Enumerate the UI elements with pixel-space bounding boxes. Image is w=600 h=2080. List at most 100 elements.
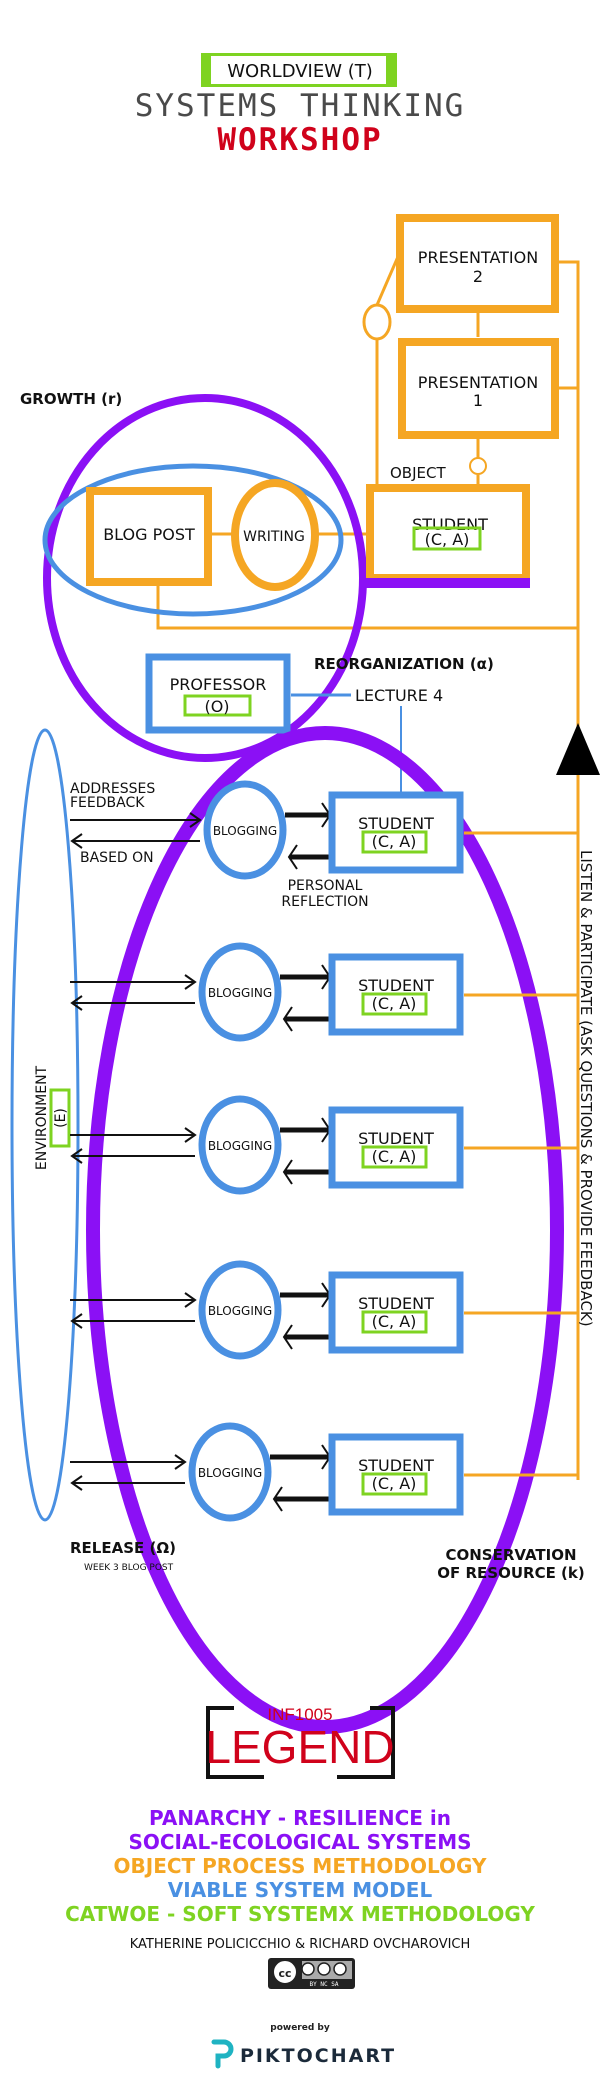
- student-title: STUDENT: [358, 1129, 434, 1148]
- blogging-label: BLOGGING: [208, 986, 272, 1000]
- addresses-feedback-label-1: ADDRESSES: [70, 781, 155, 797]
- title-line-2: WORKSHOP: [217, 122, 382, 158]
- student-role-badge: [361, 992, 428, 1016]
- legend-line: CATWOE - SOFT SYSTEMX METHODOLOGY: [65, 1902, 535, 1926]
- professor-role-badge: [183, 694, 252, 717]
- based-on-label: BASED ON: [80, 850, 154, 866]
- environment-label-group: ENVIRONMENT (E): [34, 1065, 71, 1170]
- legend-title: LEGEND: [205, 1721, 394, 1773]
- blog-post-box[interactable]: [86, 487, 212, 586]
- authors: KATHERINE POLICICCHIO & RICHARD OVCHAROV…: [130, 1937, 471, 1952]
- student-role: (C, A): [372, 832, 417, 851]
- professor-role: (O): [204, 697, 229, 716]
- student-title: STUDENT: [358, 1456, 434, 1475]
- blogging-process[interactable]: [198, 1095, 282, 1195]
- presentation-1-number: 1: [473, 391, 483, 410]
- legend-bracket-left: [206, 1706, 264, 1779]
- release-label: RELEASE (Ω): [70, 1539, 176, 1557]
- presentation-2-label: PRESENTATION: [418, 248, 538, 267]
- arrowhead-right-icon: [184, 1127, 197, 1143]
- blogging-label: BLOGGING: [213, 824, 277, 838]
- student-top-box[interactable]: [366, 484, 530, 582]
- by-attribution-icon: [301, 1962, 315, 1976]
- vsm-boundary-ellipse: [42, 463, 344, 617]
- writing-process[interactable]: [231, 479, 319, 591]
- arrowhead-left-icon: [272, 1486, 283, 1512]
- blogging-process[interactable]: [198, 1260, 282, 1360]
- reorganization-label: REORGANIZATION (α): [314, 655, 494, 673]
- arrowhead-left-icon: [70, 1475, 83, 1491]
- blogging-process[interactable]: [198, 942, 282, 1042]
- student-role-badge: [361, 830, 428, 854]
- legend-line: OBJECT PROCESS METHODOLOGY: [114, 1854, 487, 1878]
- growth-label: GROWTH (r): [20, 390, 122, 408]
- cc-text: cc: [278, 1967, 291, 1980]
- state-connector-circle: [362, 303, 392, 341]
- arrowhead-left-icon: [282, 1159, 293, 1185]
- blog-post-label: BLOG POST: [103, 525, 195, 544]
- title-line-1: SYSTEMS THINKING: [135, 88, 466, 124]
- growth-section: GROWTH (r) PRESENTATION 2 PRESENTATION 1…: [20, 214, 600, 1480]
- personal-reflection-label-1: PERSONAL: [288, 878, 363, 894]
- writing-label: WRITING: [243, 529, 305, 545]
- blogging-label: BLOGGING: [208, 1139, 272, 1153]
- blogging-process[interactable]: [188, 1422, 272, 1522]
- nc-noncommercial-icon: [317, 1962, 331, 1976]
- student-title: STUDENT: [358, 814, 434, 833]
- presentation-2-box[interactable]: [396, 214, 559, 313]
- header: WORLDVIEW (T) SYSTEMS THINKING WORKSHOP: [135, 53, 466, 158]
- blogging-label: BLOGGING: [208, 1304, 272, 1318]
- legend-line: PANARCHY - RESILIENCE in: [149, 1806, 451, 1830]
- student-role: (C, A): [372, 1312, 417, 1331]
- conservation-label-2: OF RESOURCE (k): [437, 1564, 584, 1582]
- legend-course-code: INF1005: [267, 1705, 332, 1724]
- student-role-badge: [361, 1472, 428, 1496]
- release-sublabel: WEEK 3 BLOG POST: [84, 1563, 174, 1573]
- professor-box[interactable]: [145, 653, 291, 734]
- sa-sharealike-icon: [333, 1962, 347, 1976]
- piktochart-logo-icon: [211, 2039, 234, 2069]
- arrowhead-left-icon: [282, 1324, 293, 1350]
- object-label: OBJECT: [390, 464, 446, 482]
- arrowhead-left-icon: [70, 1313, 83, 1329]
- student-role: (C, A): [372, 1147, 417, 1166]
- conservation-section: ENVIRONMENT (E) ADDRESSES FEEDBACK BASED…: [10, 726, 595, 1734]
- worldview-badge-inner: [211, 56, 386, 84]
- environment-title: ENVIRONMENT: [34, 1065, 50, 1170]
- professor-title: PROFESSOR: [170, 675, 267, 694]
- conservation-loop: [86, 726, 564, 1734]
- piktochart-logo[interactable]: PIKTOCHART: [211, 2039, 396, 2069]
- student-role: (C, A): [372, 994, 417, 1013]
- arrowhead-left-icon: [282, 1006, 293, 1032]
- blogging-row: BLOGGING STUDENT(C, A): [70, 1095, 578, 1195]
- cc-icon: [272, 1959, 298, 1985]
- conservation-label-1: CONSERVATION: [445, 1546, 576, 1564]
- presentation-1-label: PRESENTATION: [418, 373, 538, 392]
- legend-lines: PANARCHY - RESILIENCE inSOCIAL-ECOLOGICA…: [65, 1806, 535, 1926]
- environment-ellipse[interactable]: [10, 728, 80, 1522]
- cc-license-badge[interactable]: cc BY NC SA: [268, 1958, 355, 1989]
- arrowhead-left-icon: [70, 833, 83, 849]
- arrowhead-left-icon: [287, 844, 298, 870]
- arrowhead-left-icon: [70, 1148, 83, 1164]
- blogging-label: BLOGGING: [198, 1466, 262, 1480]
- presentation-2-number: 2: [473, 267, 483, 286]
- blogging-row: BLOGGING STUDENT(C, A): [70, 780, 578, 880]
- blogging-process[interactable]: [203, 780, 287, 880]
- direction-triangle-icon: [556, 723, 600, 775]
- worldview-label: WORLDVIEW (T): [227, 61, 373, 82]
- student-role-badge: [361, 1310, 428, 1334]
- license-terms: BY NC SA: [310, 1981, 339, 1988]
- student-top-purple-bar: [366, 578, 530, 588]
- presentation-1-box[interactable]: [398, 338, 559, 439]
- listen-participate-label: LISTEN & PARTICIPATE (ASK QUESTIONS & PR…: [577, 850, 595, 1327]
- arrowhead-right-icon: [184, 974, 197, 990]
- student-top-role: (C, A): [425, 530, 470, 549]
- instrument-link-circle: [469, 457, 487, 475]
- powered-by-label: powered by: [270, 2023, 330, 2033]
